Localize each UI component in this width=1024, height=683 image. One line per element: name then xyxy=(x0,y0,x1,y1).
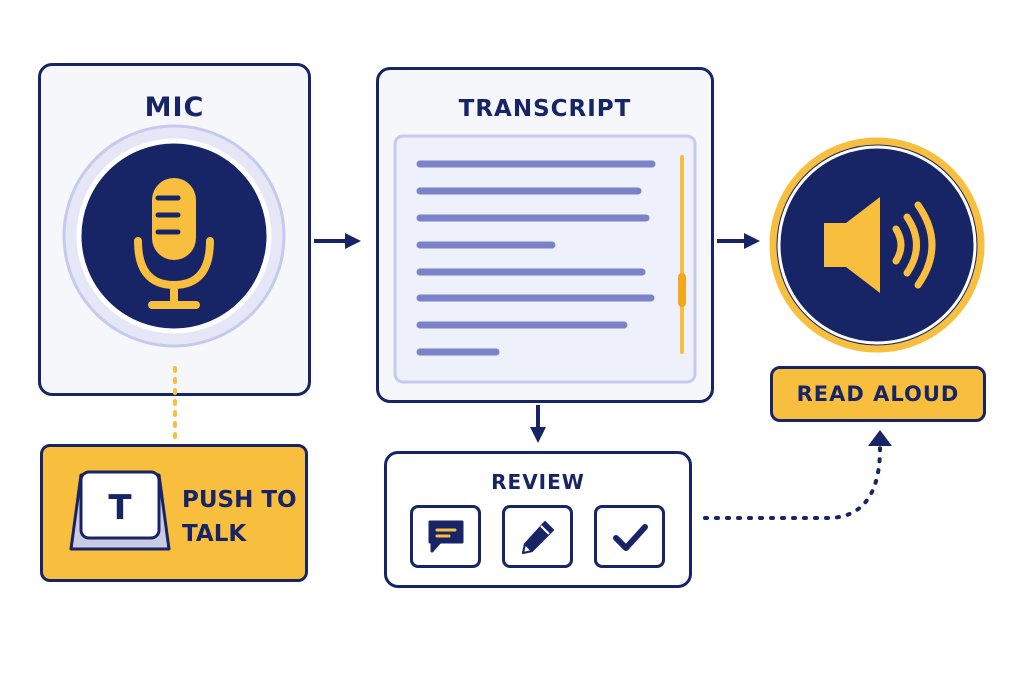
review-title: REVIEW xyxy=(491,470,585,494)
transcript-document xyxy=(393,134,697,384)
transcript-panel: TRANSCRIPT xyxy=(376,67,714,403)
checkmark-icon xyxy=(612,523,648,551)
speaker-icon xyxy=(824,197,936,293)
edit-button[interactable] xyxy=(502,505,573,568)
microphone-icon xyxy=(134,178,214,309)
keyboard-key-icon: T xyxy=(69,470,171,551)
comment-icon xyxy=(428,520,463,552)
push-to-talk-label: PUSH TO TALK xyxy=(182,487,297,547)
dotted-arrowhead xyxy=(868,430,892,446)
mic-title: MIC xyxy=(144,92,205,123)
mic-panel: MIC xyxy=(38,63,311,396)
push-to-talk-panel[interactable]: T PUSH TO TALK xyxy=(40,444,308,582)
transcript-title: TRANSCRIPT xyxy=(458,96,632,122)
key-letter: T xyxy=(108,488,132,528)
read-aloud-button[interactable]: READ ALOUD xyxy=(770,366,986,422)
transcript-lines xyxy=(416,160,656,356)
comment-button[interactable] xyxy=(410,505,481,568)
dotted-arrow-review-to-read-aloud xyxy=(703,446,882,520)
transcript-text-area xyxy=(393,134,697,384)
approve-button[interactable] xyxy=(594,505,665,568)
scrollbar-thumb[interactable] xyxy=(678,273,686,307)
speaker-output xyxy=(769,137,985,353)
pencil-icon xyxy=(521,520,554,554)
mic-graphic xyxy=(62,124,286,348)
